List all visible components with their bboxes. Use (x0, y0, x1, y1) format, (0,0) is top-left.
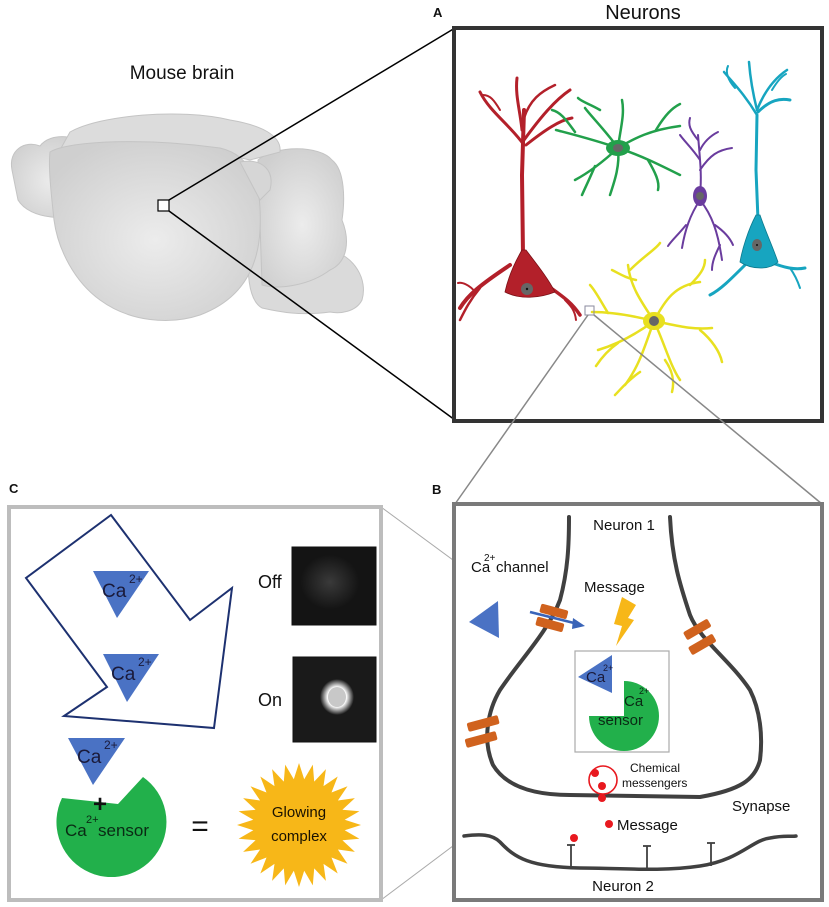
svg-text:Ca: Ca (102, 581, 127, 602)
ca-binding-label: Ca (586, 669, 606, 686)
synapse-label: Synapse (732, 798, 790, 815)
ca-ion-free: Ca 2+ (68, 738, 125, 785)
svg-text:Ca: Ca (111, 664, 136, 685)
mouse-brain-illustration (10, 113, 364, 321)
ca-sensor-pacman (56, 777, 167, 878)
equals-sign: = (191, 810, 209, 843)
sensor-ca-sup: 2+ (639, 686, 649, 696)
mouse-brain-title: Mouse brain (130, 63, 235, 84)
svg-text:2+: 2+ (138, 655, 152, 669)
ca-influx-arrow (529, 610, 585, 629)
messenger-dot-bound (570, 834, 578, 842)
off-label: Off (258, 572, 283, 592)
ca-channel-label: Ca (471, 559, 491, 576)
message-dot (605, 820, 613, 828)
chemical-label-1: Chemical (630, 761, 680, 775)
message-label-top: Message (584, 579, 645, 596)
sensor-label-b: sensor (598, 712, 643, 729)
panel-a-letter: A (433, 5, 443, 20)
ca-binding-sup: 2+ (603, 663, 613, 673)
zoom-line-bottom (168, 210, 456, 421)
messenger-dot (598, 782, 606, 790)
receptors (567, 842, 715, 869)
glowing-complex-starburst (237, 763, 361, 887)
messenger-dot (598, 794, 606, 802)
red-neuron-soma (504, 249, 556, 298)
panel-b-letter: B (432, 482, 441, 497)
panel-c: C Ca 2+ Ca 2+ Off On Ca 2+ + Ca 2+ se (7, 481, 383, 902)
messenger-dot (591, 769, 599, 777)
ca-ion-binding (578, 655, 612, 693)
ca-channel-right (683, 619, 716, 655)
svg-text:Ca: Ca (77, 747, 102, 768)
svg-text:2+: 2+ (104, 738, 118, 752)
ca-channel-left (535, 603, 569, 633)
cyan-pyramidal-neuron (708, 60, 807, 297)
sensor-rest-c: sensor (98, 821, 149, 840)
influx-arrow-outline (24, 513, 234, 730)
glow-label-line2: complex (271, 828, 327, 845)
svg-text:2+: 2+ (129, 572, 143, 586)
vesicle (588, 765, 618, 795)
message-lightning-icon (614, 597, 636, 646)
ca-sensor-pacman-b (589, 681, 659, 751)
plus-sign: + (93, 791, 107, 818)
chemical-label-2: messengers (622, 776, 687, 790)
on-label: On (258, 690, 282, 710)
sensor-ca-label: Ca (624, 693, 644, 710)
ca-ion-middle: Ca 2+ (103, 654, 159, 702)
off-image (291, 546, 377, 626)
panel-a: A Neurons (433, 2, 824, 423)
neuron-2-label: Neuron 2 (592, 878, 654, 895)
neuron-1-label: Neuron 1 (593, 517, 655, 534)
synapse-zoom-box (584, 305, 595, 316)
yellow-multipolar-neuron (588, 241, 724, 397)
panel-c-letter: C (9, 481, 19, 496)
ca-ion-top: Ca 2+ (93, 571, 149, 618)
ca-channel-bottom-left (464, 715, 500, 748)
brain-zoom-box (157, 199, 170, 212)
mouse-brain-section: Mouse brain (10, 27, 456, 421)
ca-channel-rest: channel (496, 559, 549, 576)
zoom-line-top (168, 27, 456, 201)
ca-ion-outside (469, 601, 499, 638)
postsynaptic-membrane (462, 833, 798, 872)
sensor-sup-c: 2+ (86, 814, 99, 826)
neurons-title: Neurons (605, 2, 681, 24)
ca-channel-sup: 2+ (484, 553, 496, 564)
zoom-line-a-to-b-left (454, 314, 589, 505)
panel-b: B Neuron 1 Ca 2+ channel Message (432, 482, 824, 902)
glow-label-line1: Glowing (272, 804, 326, 821)
message-label-bottom: Message (617, 817, 678, 834)
zoom-line-a-to-b-right (593, 314, 823, 505)
sensor-label-c: Ca (65, 821, 87, 840)
